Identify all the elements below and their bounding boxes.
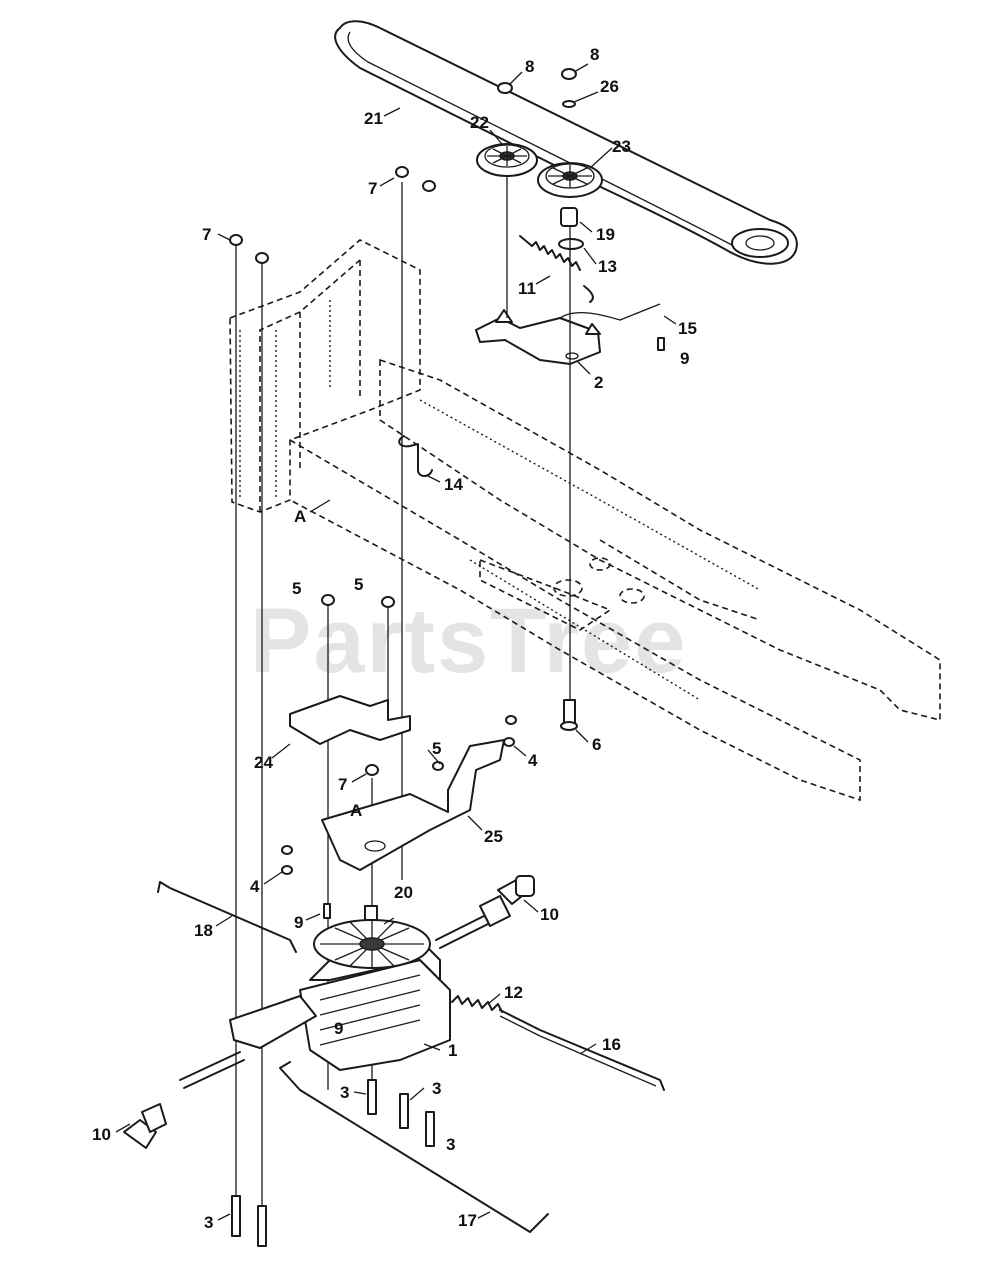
watermark: PartsTree [250, 590, 687, 692]
callout-3c: 3 [446, 1135, 455, 1154]
leader-lines [115, 63, 677, 1221]
rod-17 [279, 1061, 549, 1233]
callout-6: 6 [592, 735, 601, 754]
callout-21: 21 [364, 109, 383, 128]
bolt-9a [657, 337, 665, 351]
callout-Ab: A [350, 801, 362, 820]
callout-8a: 8 [525, 57, 534, 76]
idler-spring-11 [519, 235, 594, 303]
callout-15: 15 [678, 319, 697, 338]
callout-Aa: A [294, 507, 306, 526]
tractor-frame [229, 239, 941, 802]
callout-8b: 8 [590, 45, 599, 64]
cable-16 [499, 1009, 665, 1091]
callout-4b: 4 [250, 877, 260, 896]
callout-26: 26 [600, 77, 619, 96]
callout-25: 25 [484, 827, 503, 846]
callout-10a: 10 [540, 905, 559, 924]
callout-11: 11 [518, 279, 536, 298]
callout-18: 18 [194, 921, 213, 940]
callout-13: 13 [598, 257, 617, 276]
callout-7b: 7 [202, 225, 211, 244]
callout-2: 2 [594, 373, 603, 392]
drive-belt [334, 20, 798, 265]
callout-7c: 7 [338, 775, 347, 794]
callout-20: 20 [394, 883, 413, 902]
idler-pulley-23 [537, 162, 603, 198]
spacer-19 [560, 207, 578, 227]
hub-10-right [497, 875, 535, 905]
bracket-25 [321, 715, 517, 871]
idler-bracket-2 [475, 303, 661, 365]
callout-9a: 9 [680, 349, 689, 368]
callout-5a: 5 [292, 579, 301, 598]
bolt-5-pair [321, 594, 395, 608]
hub-10-left [123, 1103, 167, 1149]
nut-8b [561, 68, 577, 80]
callout-10b: 10 [92, 1125, 111, 1144]
callout-3d: 3 [204, 1213, 213, 1232]
callout-9c: 9 [334, 1019, 343, 1038]
callout-22: 22 [470, 113, 489, 132]
callout-24: 24 [254, 753, 273, 772]
callout-19: 19 [596, 225, 615, 244]
washer-26 [562, 100, 576, 108]
callout-3b: 3 [432, 1079, 441, 1098]
bolt-4-pair [281, 845, 293, 875]
bolt-6 [560, 699, 578, 731]
callout-14: 14 [444, 475, 463, 494]
callout-16: 16 [602, 1035, 621, 1054]
callout-3a: 3 [340, 1083, 349, 1102]
bolt-3-group [231, 1079, 435, 1247]
hitch-pin-14 [398, 435, 433, 477]
spring-12 [451, 995, 503, 1013]
washer-13 [558, 238, 584, 250]
callout-4a: 4 [528, 751, 538, 770]
bracket-24 [289, 695, 411, 745]
callout-5c: 5 [432, 739, 441, 758]
callout-1: 1 [448, 1041, 457, 1060]
callout-5b: 5 [354, 575, 363, 594]
callout-9b: 9 [294, 913, 303, 932]
callout-7a: 7 [368, 179, 377, 198]
callout-labels: 8 8 26 21 22 23 7 7 19 13 11 15 9 2 14 A… [92, 45, 697, 1232]
bolt-9b [323, 903, 331, 919]
nut-7-group-top [229, 166, 436, 264]
idler-pulley-22 [476, 143, 538, 177]
callout-12: 12 [504, 983, 523, 1002]
transaxle-1 [179, 895, 511, 1089]
callout-17: 17 [458, 1211, 477, 1230]
nut-8a [497, 82, 513, 94]
callout-23: 23 [612, 137, 631, 156]
rod-18 [157, 881, 297, 953]
